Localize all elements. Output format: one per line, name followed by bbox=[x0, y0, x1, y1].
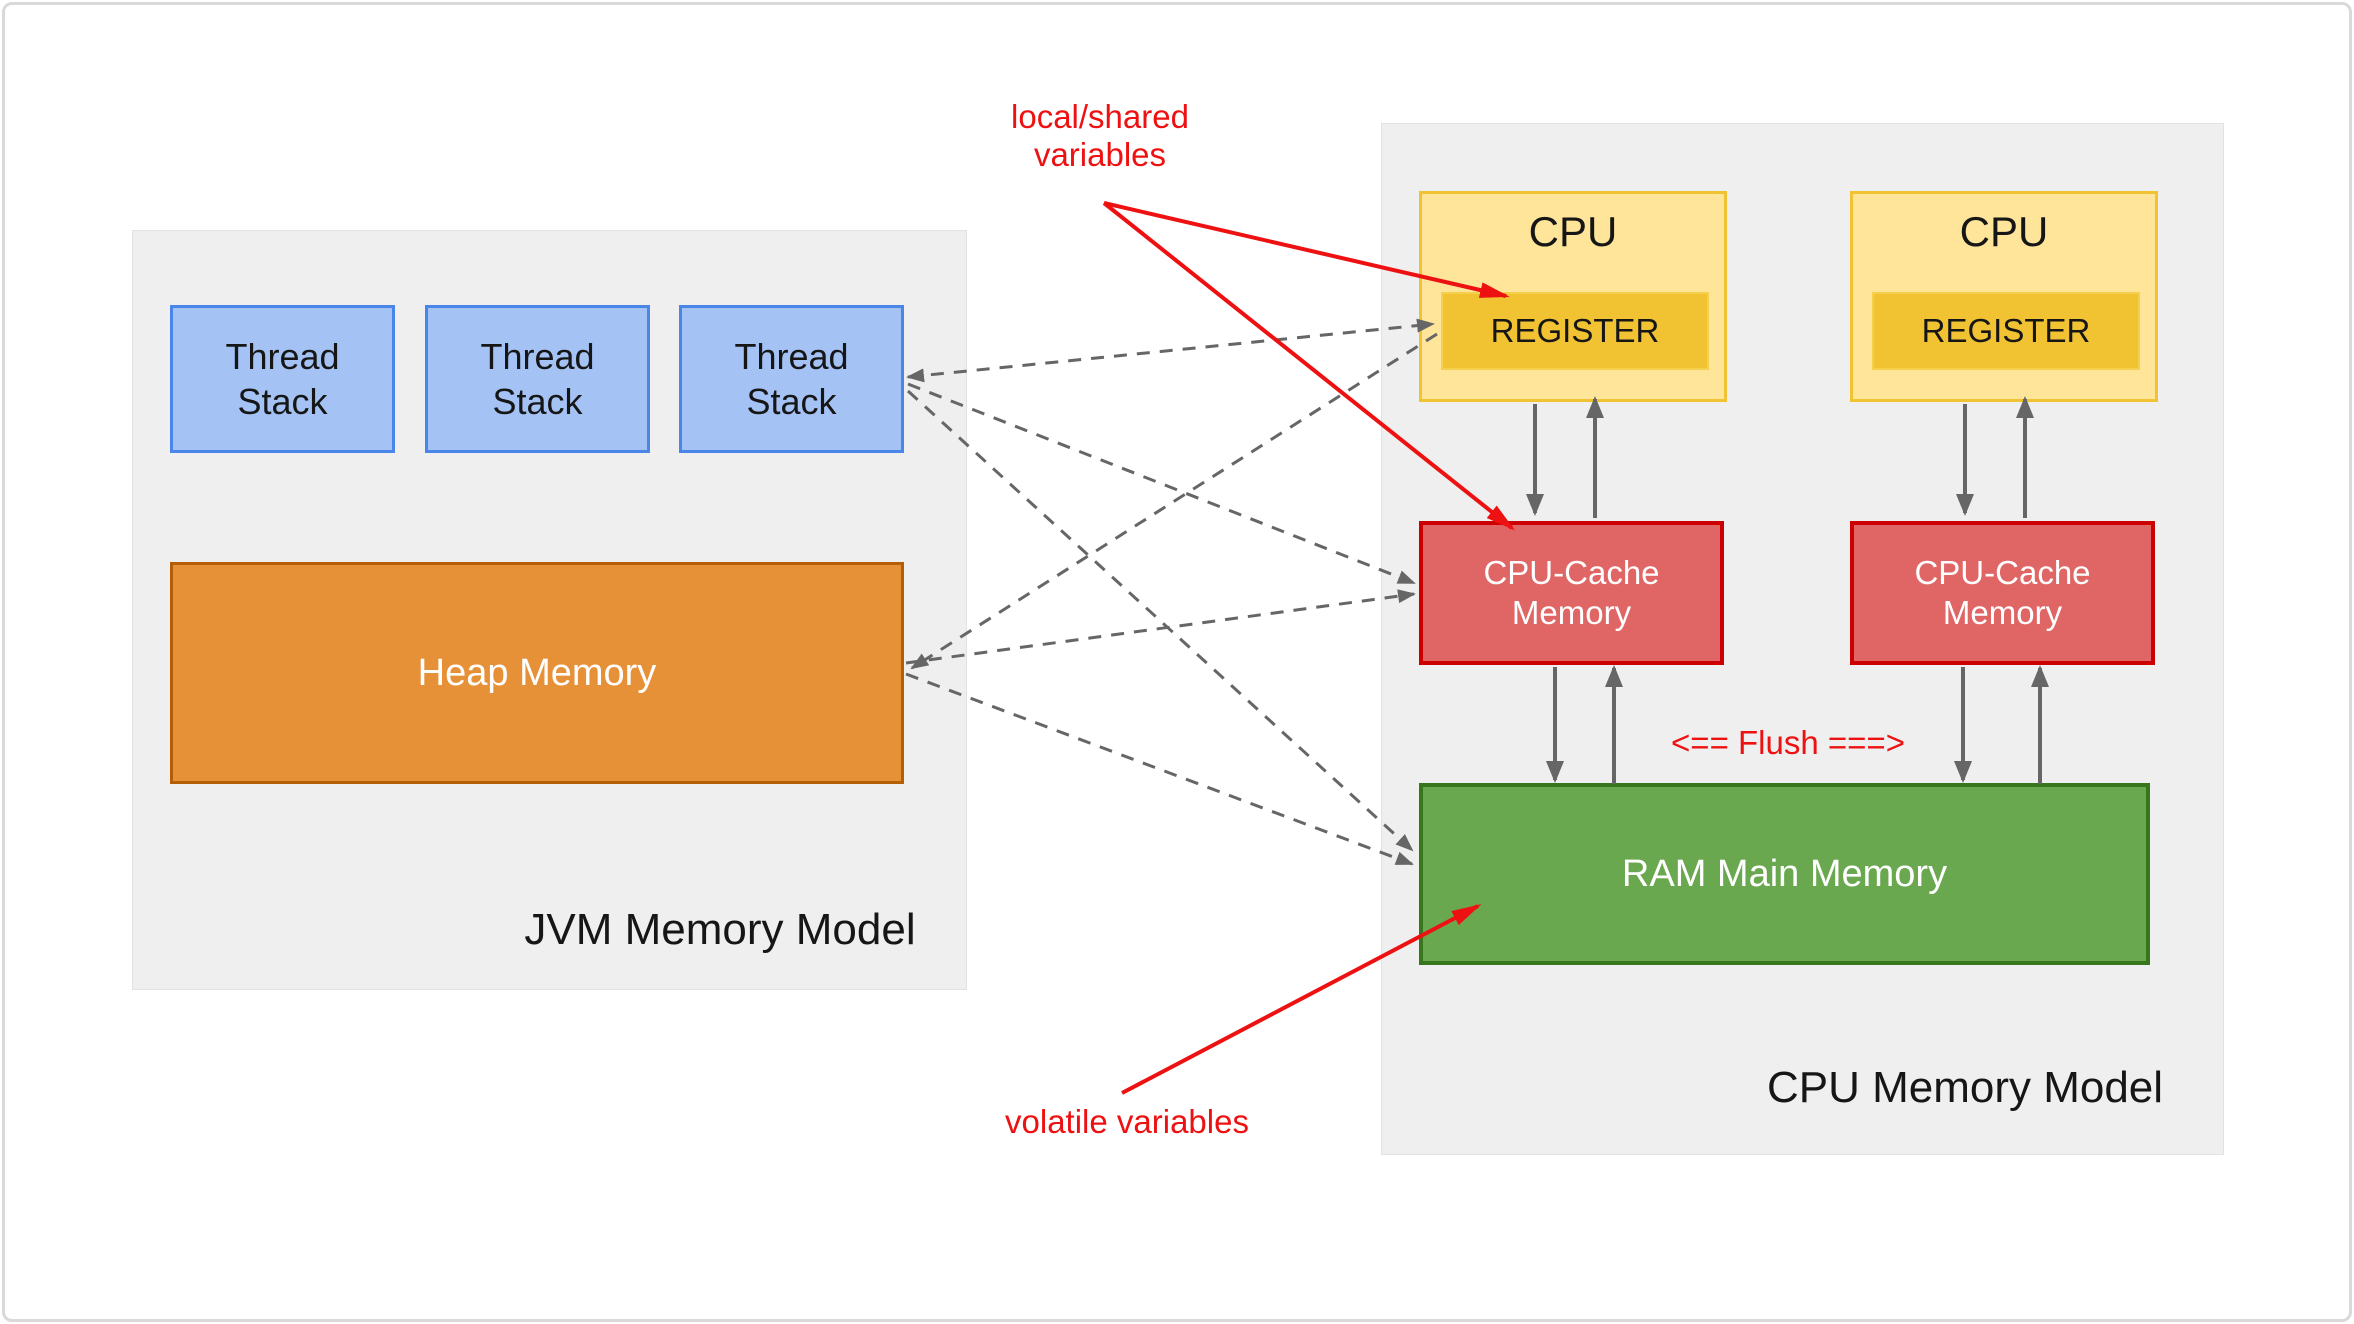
cpu-panel-title: CPU Memory Model bbox=[1766, 1063, 2164, 1112]
cpu-cache-box-1: CPU-Cache Memory bbox=[1419, 521, 1724, 665]
dashed-arrow-threadstack-register bbox=[906, 318, 1435, 383]
cpu-cache-label: CPU-Cache Memory bbox=[1483, 554, 1660, 631]
cpu-cache-box-2: CPU-Cache Memory bbox=[1850, 521, 2155, 665]
heap-memory-label: Heap Memory bbox=[417, 651, 657, 694]
dashed-arrow-register-heap bbox=[910, 332, 1438, 670]
local-shared-variables-note: local/shared variables bbox=[1011, 98, 1189, 173]
ram-label: RAM Main Memory bbox=[1621, 852, 1948, 895]
ram-main-memory-box: RAM Main Memory bbox=[1419, 783, 2150, 965]
heap-memory-box: Heap Memory bbox=[170, 562, 904, 784]
dashed-arrow-threadstack-ram bbox=[906, 389, 1414, 852]
thread-stack-label: Thread Stack bbox=[225, 336, 340, 422]
thread-stack-box-1: Thread Stack bbox=[170, 305, 395, 453]
cpu-label: CPU bbox=[1959, 208, 2049, 255]
dashed-arrow-threadstack-cache bbox=[907, 382, 1416, 585]
cpu-label: CPU bbox=[1528, 208, 1618, 255]
cpu-cache-label: CPU-Cache Memory bbox=[1914, 554, 2091, 631]
flush-note: <== Flush ===> bbox=[1671, 724, 1905, 761]
dashed-arrow-heap-cache bbox=[905, 589, 1416, 665]
dashed-arrow-heap-ram bbox=[905, 672, 1414, 866]
volatile-variables-note: volatile variables bbox=[1005, 1103, 1249, 1140]
register-box-1: REGISTER bbox=[1441, 292, 1709, 370]
thread-stack-label: Thread Stack bbox=[734, 336, 849, 422]
jvm-panel-title: JVM Memory Model bbox=[524, 905, 916, 954]
register-label: REGISTER bbox=[1490, 312, 1660, 349]
thread-stack-label: Thread Stack bbox=[480, 336, 595, 422]
register-box-2: REGISTER bbox=[1872, 292, 2140, 370]
thread-stack-box-3: Thread Stack bbox=[679, 305, 904, 453]
thread-stack-box-2: Thread Stack bbox=[425, 305, 650, 453]
register-label: REGISTER bbox=[1921, 312, 2091, 349]
